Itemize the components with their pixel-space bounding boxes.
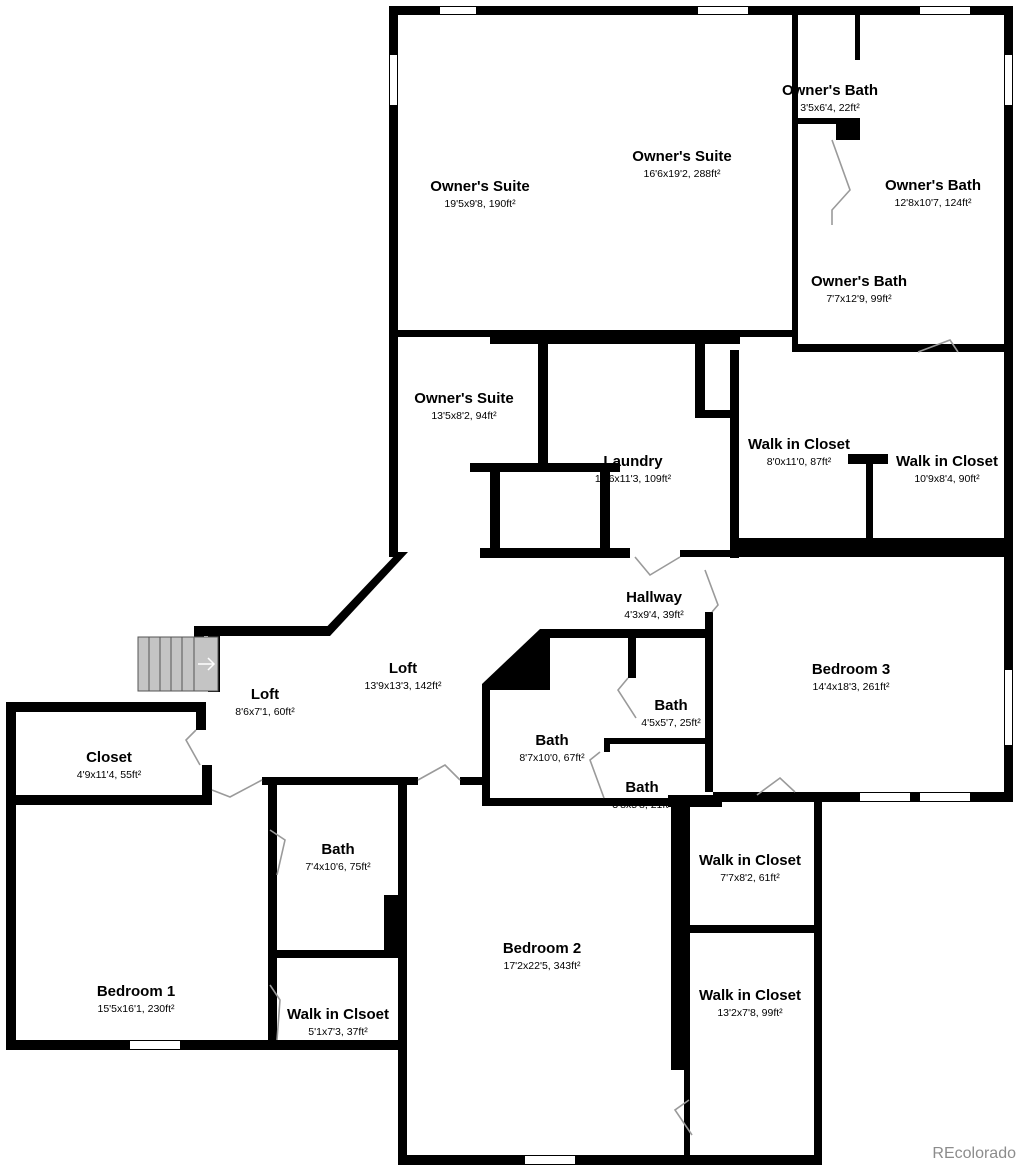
room-bath-upper: Bath 4'5x5'7, 25ft² [641,697,701,729]
room-name: Bath [654,697,687,714]
room-bath-left: Bath 8'7x10'0, 67ft² [519,732,585,764]
staircase [137,636,219,692]
arrow-right-icon [198,657,216,671]
room-loft-west: Loft 8'6x7'1, 60ft² [235,686,295,718]
room-dimensions: 17'2x22'5, 343ft² [504,960,581,972]
room-owners-suite-main: Owner's Suite 16'6x19'2, 288ft² [632,148,731,180]
room-walk-in-closet-2: Walk in Closet 10'9x8'4, 90ft² [896,453,998,485]
room-dimensions: 8'7x10'0, 67ft² [519,752,585,764]
room-dimensions: 8'0x11'0, 87ft² [767,456,832,468]
room-loft-main: Loft 13'9x13'3, 142ft² [365,660,442,692]
room-dimensions: 15'5x16'1, 230ft² [98,1003,175,1015]
room-bedroom-1: Bedroom 1 15'5x16'1, 230ft² [97,983,175,1015]
windows [130,7,1012,1164]
room-name: Bedroom 3 [812,661,890,678]
room-name: Bath [535,732,568,749]
room-owners-suite-west: Owner's Suite 19'5x9'8, 190ft² [430,178,529,210]
room-name: Walk in Clsoet [287,1006,389,1023]
room-dimensions: 12'6x11'3, 109ft² [595,473,672,485]
room-dimensions: 14'4x18'3, 261ft² [813,681,890,693]
room-closet: Closet 4'9x11'4, 55ft² [77,749,142,781]
room-name: Owner's Bath [782,82,878,99]
room-name: Laundry [603,453,663,470]
room-name: Owner's Suite [632,148,731,165]
room-dimensions: 4'9x11'4, 55ft² [77,769,142,781]
room-name: Owner's Bath [885,177,981,194]
room-dimensions: 7'7x8'2, 61ft² [720,872,780,884]
room-walk-in-closet-3: Walk in Closet 7'7x8'2, 61ft² [699,852,801,884]
room-dimensions: 10'9x8'4, 90ft² [914,473,980,485]
room-name: Bedroom 2 [503,940,581,957]
room-laundry: Laundry 12'6x11'3, 109ft² [595,453,672,485]
room-owners-bath-east: Owner's Bath 12'8x10'7, 124ft² [885,177,981,209]
room-dimensions: 13'2x7'8, 99ft² [717,1007,783,1019]
room-dimensions: 4'5x5'7, 25ft² [641,717,701,729]
room-dimensions: 8'6x7'1, 60ft² [235,706,295,718]
room-name: Bedroom 1 [97,983,175,1000]
door-swings [185,139,959,1136]
room-bath-west: Bath 7'4x10'6, 75ft² [305,841,371,873]
room-name: Bath [625,779,658,796]
room-owners-bath-small: Owner's Bath 3'5x6'4, 22ft² [782,82,878,114]
watermark: REcolorado [932,1145,1016,1162]
room-dimensions: 7'4x10'6, 75ft² [305,861,371,873]
room-dimensions: 13'5x8'2, 94ft² [431,410,497,422]
room-dimensions: 3'5x6'4, 22ft² [800,102,860,114]
room-owners-bath-south: Owner's Bath 7'7x12'9, 99ft² [811,273,907,305]
room-dimensions: 12'8x10'7, 124ft² [895,197,972,209]
room-name: Owner's Suite [414,390,513,407]
room-dimensions: 7'7x12'9, 99ft² [826,293,892,305]
room-dimensions: 5'1x7'3, 37ft² [308,1026,368,1038]
room-walk-in-closet-5: Walk in Clsoet 5'1x7'3, 37ft² [287,1006,389,1038]
room-bath-lower: Bath 3'8x5'8, 21ft² [612,779,672,811]
room-name: Hallway [626,589,683,606]
room-hallway: Hallway 4'3x9'4, 39ft² [624,589,684,621]
room-name: Loft [251,686,279,703]
room-dimensions: 16'6x19'2, 288ft² [644,168,721,180]
room-bedroom-3: Bedroom 3 14'4x18'3, 261ft² [812,661,890,693]
room-dimensions: 19'5x9'8, 190ft² [444,198,516,210]
room-name: Owner's Bath [811,273,907,290]
room-dimensions: 4'3x9'4, 39ft² [624,609,684,621]
room-walk-in-closet-1: Walk in Closet 8'0x11'0, 87ft² [748,436,850,468]
room-dimensions: 13'9x13'3, 142ft² [365,680,442,692]
room-name: Walk in Closet [896,453,998,470]
walls [6,6,1013,1165]
room-name: Bath [321,841,354,858]
room-walk-in-closet-4: Walk in Closet 13'2x7'8, 99ft² [699,987,801,1019]
room-name: Walk in Closet [699,987,801,1004]
room-name: Closet [86,749,132,766]
room-name: Owner's Suite [430,178,529,195]
room-name: Walk in Closet [748,436,850,453]
room-dimensions: 3'8x5'8, 21ft² [612,799,672,811]
room-bedroom-2: Bedroom 2 17'2x22'5, 343ft² [503,940,581,972]
room-name: Loft [389,660,417,677]
room-owners-suite-hall: Owner's Suite 13'5x8'2, 94ft² [414,390,513,422]
room-name: Walk in Closet [699,852,801,869]
